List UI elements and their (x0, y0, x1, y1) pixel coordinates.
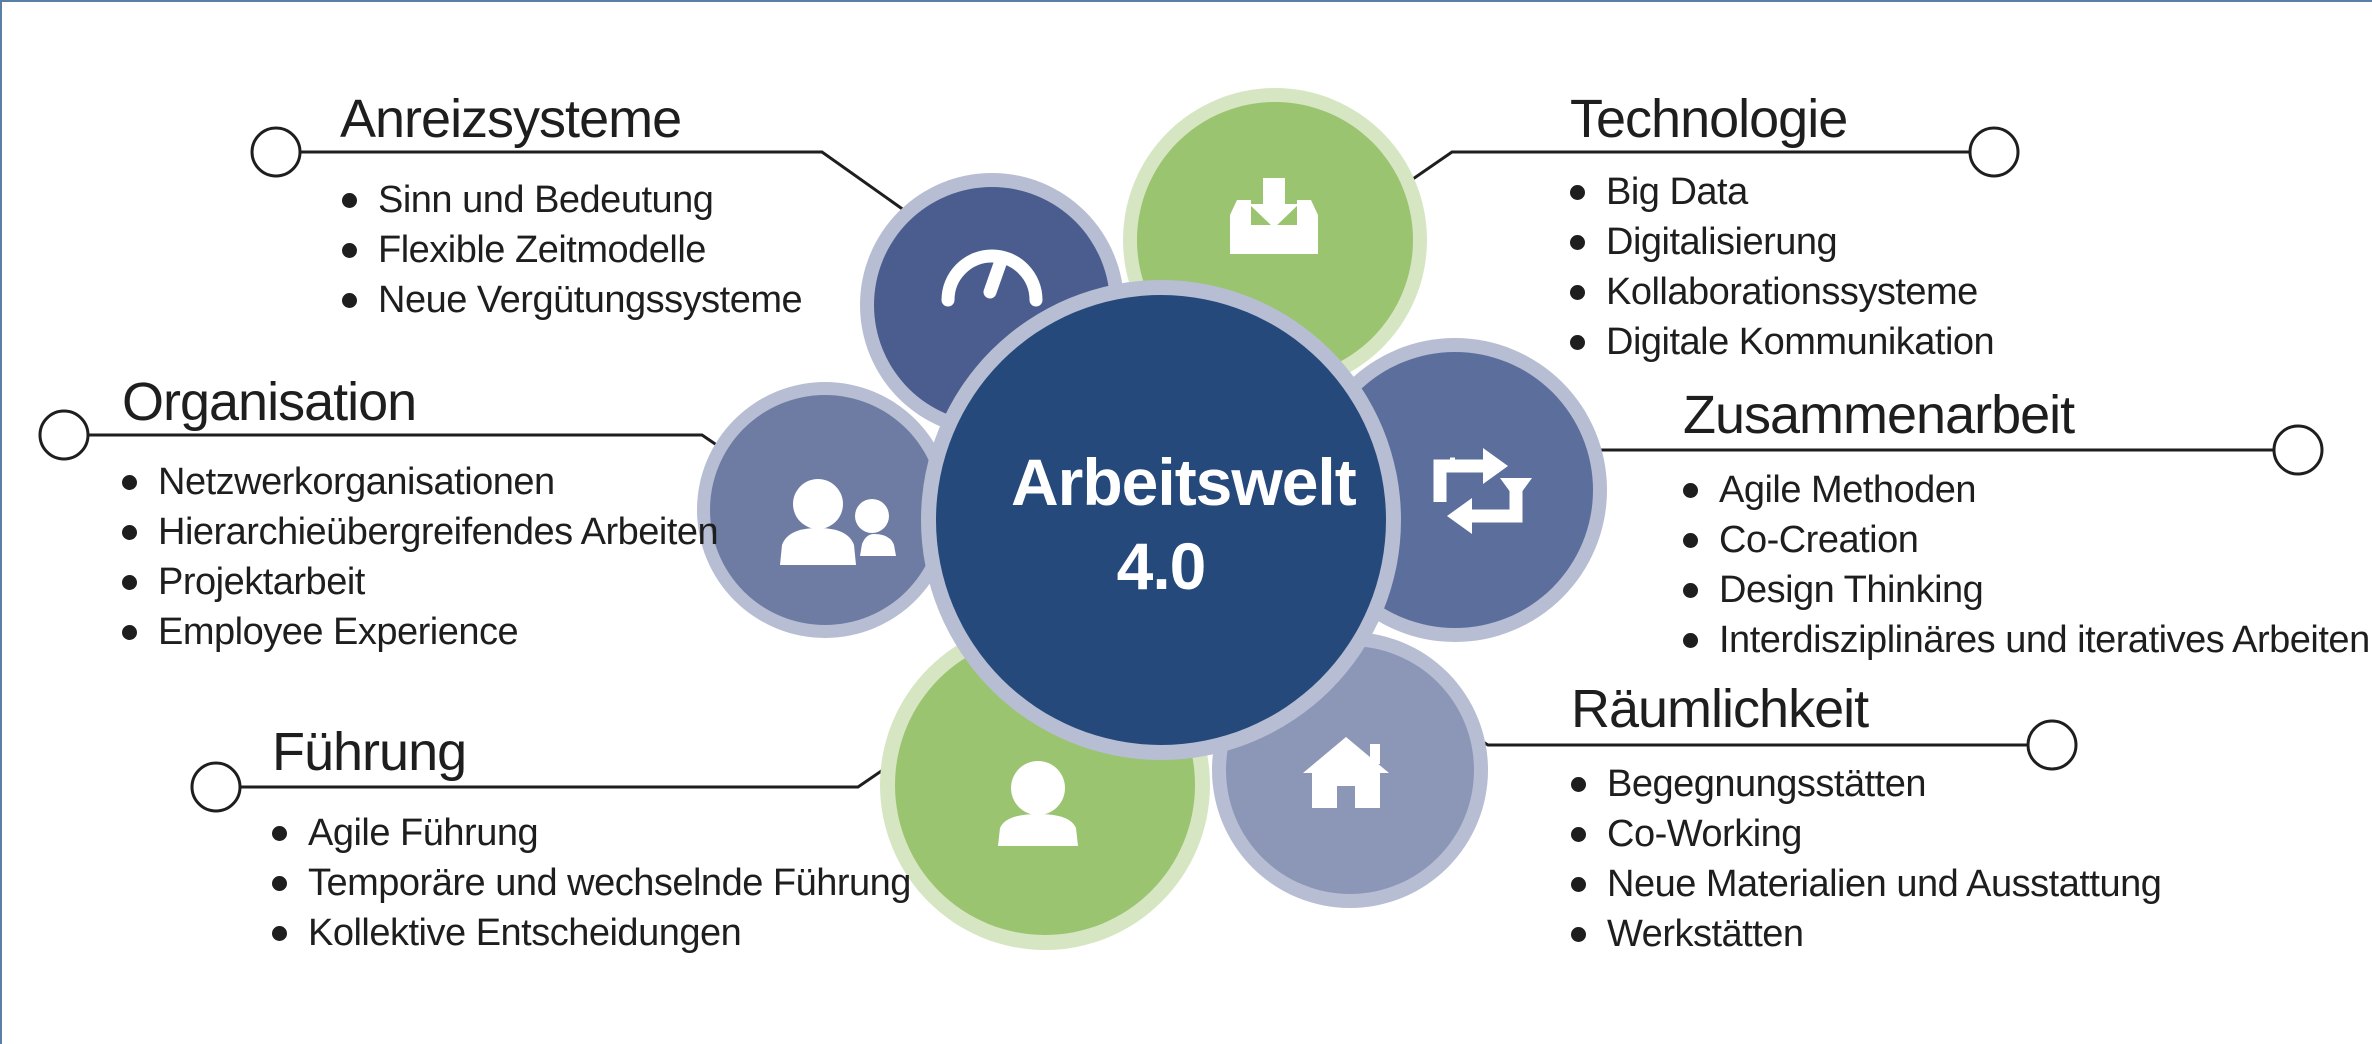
repeat-arrows-icon (1433, 448, 1532, 534)
list-item: Employee Experience (120, 607, 718, 657)
list-fuehrung: Agile Führung Temporäre und wechselnde F… (270, 808, 911, 958)
list-raeumlichkeit: Begegnungsstätten Co-Working Neue Materi… (1569, 759, 2162, 959)
gauge-icon (941, 249, 1043, 307)
list-item: Temporäre und wechselnde Führung (270, 858, 911, 908)
list-item: Co-Working (1569, 809, 2161, 859)
list-item: Werkstätten (1569, 909, 2161, 959)
list-item: Agile Führung (270, 808, 911, 858)
list-item: Begegnungsstätten (1569, 759, 2161, 809)
center-title-line2: 4.0 (1116, 529, 1207, 603)
list-item: Flexible Zeitmodelle (340, 225, 802, 275)
list-anreizsysteme: Sinn und Bedeutung Flexible Zeitmodelle … (340, 175, 803, 325)
heading-zusammenarbeit: Zusammenarbeit (1683, 385, 2075, 445)
list-item: Digitale Kommunikation (1568, 317, 1995, 367)
list-item: Interdisziplinäres und iteratives Arbeit… (1681, 615, 2370, 665)
list-item: Kollektive Entscheidungen (270, 908, 911, 958)
heading-organisation: Organisation (122, 372, 417, 432)
center-circle (921, 280, 1401, 760)
list-item: Projektarbeit (120, 557, 718, 607)
list-item: Kollaborationssysteme (1568, 267, 1994, 317)
list-item: Co-Creation (1681, 515, 2370, 565)
list-item: Digitalisierung (1568, 217, 1994, 267)
heading-anreizsysteme: Anreizsysteme (340, 89, 682, 149)
list-organisation: Netzwerkorganisationen Hierarchieübergre… (120, 457, 719, 657)
person-icon (998, 761, 1078, 846)
heading-fuehrung: Führung (272, 722, 467, 782)
users-icon (780, 479, 896, 565)
list-item: Big Data (1568, 167, 1994, 217)
center-title-line1: Arbeitswelt (1011, 445, 1357, 519)
list-item: Design Thinking (1681, 565, 2370, 615)
list-item: Neue Materialien und Ausstattung (1569, 859, 2162, 909)
center-title: Arbeitswelt 4.0 (1011, 440, 1357, 608)
heading-raeumlichkeit: Räumlichkeit (1571, 679, 1869, 739)
list-item: Neue Vergütungssysteme (340, 275, 803, 325)
list-item: Netzwerkorganisationen (120, 457, 718, 507)
download-tray-icon (1230, 178, 1318, 254)
list-zusammenarbeit: Agile Methoden Co-Creation Design Thinki… (1681, 465, 2370, 665)
heading-technologie: Technologie (1570, 89, 1848, 149)
house-icon (1303, 737, 1389, 808)
list-item: Hierarchieübergreifendes Arbeiten (120, 507, 719, 557)
list-item: Agile Methoden (1681, 465, 2370, 515)
connector-anreizsysteme (250, 126, 933, 232)
list-technologie: Big Data Digitalisierung Kollaborationss… (1568, 167, 1995, 367)
list-item: Sinn und Bedeutung (340, 175, 802, 225)
